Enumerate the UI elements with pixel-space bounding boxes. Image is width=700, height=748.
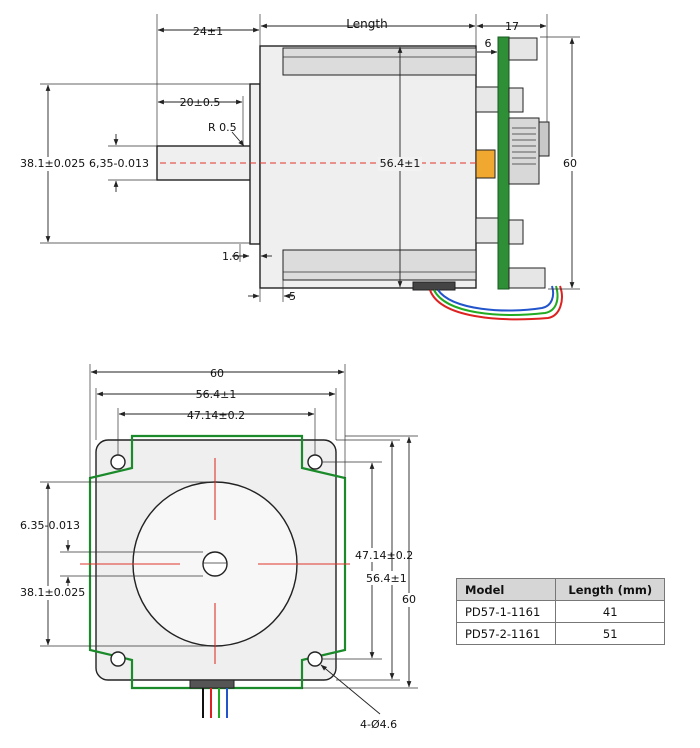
front-dim-mount-holes-label: 4-Ø4.6 (360, 718, 397, 731)
flange-plate (249, 83, 261, 245)
dim-body-square-label: 56.4±1 (380, 157, 421, 170)
cell-length: 51 (555, 622, 665, 645)
rear-cap-top (508, 37, 538, 61)
mount-hole-tr (307, 454, 323, 470)
header-length: Length (mm) (555, 578, 665, 601)
mount-hole-bl (110, 651, 126, 667)
dim-shaft-flat-label: 20±0.5 (180, 96, 221, 109)
front-dim-width-outer-label: 60 (210, 367, 224, 380)
connector-orange (475, 149, 496, 179)
dim-shaft-dia-label: 6,35-0.013 (89, 157, 149, 170)
model-table: Model Length (mm) PD57-1-1161 41 PD57-2-… (455, 578, 665, 645)
dim-radius-label: R 0.5 (208, 121, 237, 134)
pcb-board (497, 36, 510, 290)
body-fin-top (282, 47, 477, 76)
front-cable-gland (189, 679, 235, 689)
rear-cap-low (508, 219, 524, 245)
wire-red (429, 285, 563, 321)
mount-hole-br (307, 651, 323, 667)
side-view: 24±1 Length 17 6 20±0.5 R 0.5 38.1±0.025… (16, 14, 580, 321)
standoff-bottom (475, 217, 501, 244)
shaft-circle (202, 551, 228, 577)
wire-blue (437, 285, 555, 312)
mount-hole-tl (110, 454, 126, 470)
motor-body (259, 45, 477, 289)
cell-model: PD57-1-1161 (455, 600, 557, 623)
table-header-row: Model Length (mm) (455, 578, 665, 601)
front-dim-height-v-label: 60 (402, 593, 416, 606)
front-dim-hole-pitch-h-label: 47.14±0.2 (187, 409, 245, 422)
body-fin-bottom (282, 249, 477, 281)
wire-green (433, 285, 559, 316)
dim-boss-dia-label: 38.1±0.025 (20, 157, 85, 170)
rear-cap-bottom (508, 267, 546, 289)
front-dim-shaft-dia-label: 6.35-0.013 (20, 519, 80, 532)
front-dim-hole-pitch-v-label: 47.14±0.2 (355, 549, 413, 562)
table-row: PD57-2-1161 51 (455, 622, 665, 645)
rear-cap-mid (508, 87, 524, 113)
cable-gland (412, 281, 456, 291)
rear-connector (508, 117, 540, 185)
header-model: Model (455, 578, 557, 601)
dim-height-label: 60 (563, 157, 577, 170)
cell-model: PD57-2-1161 (455, 622, 557, 645)
dim-board-depth-label: 17 (505, 20, 519, 33)
front-view: 60 56.4±1 47.14±0.2 6.35-0.013 38.1±0.02… (16, 364, 420, 731)
front-dim-body-v-label: 56.4±1 (366, 572, 407, 585)
table-row: PD57-1-1161 41 (455, 600, 665, 623)
front-dim-width-body-label: 56.4±1 (196, 388, 237, 401)
rear-connector-tab (538, 121, 550, 157)
cell-length: 41 (555, 600, 665, 623)
dim-length-label: Length (346, 17, 387, 31)
standoff-top (475, 86, 501, 113)
dim-flange-label: 1.6 (222, 250, 240, 263)
front-dim-boss-dia-label: 38.1±0.025 (20, 586, 85, 599)
dim-step-label: 5 (289, 290, 296, 303)
dim-board-offset-label: 6 (485, 37, 492, 50)
dim-shaft-total-label: 24±1 (193, 25, 223, 38)
